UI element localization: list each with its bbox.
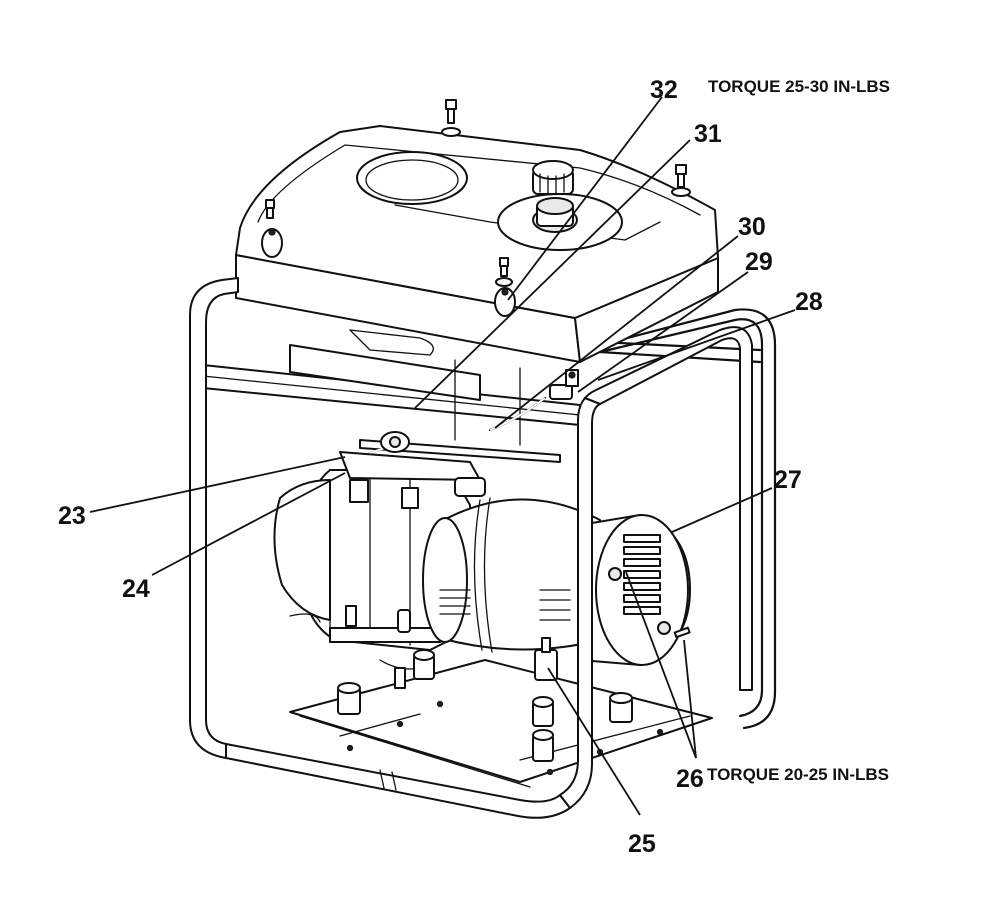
leader-29 bbox=[577, 271, 749, 393]
callout-29: 29 bbox=[745, 248, 773, 276]
callout-25: 25 bbox=[628, 830, 656, 858]
bolt-top-right bbox=[671, 164, 691, 197]
callout-27: 27 bbox=[774, 466, 802, 494]
rear-frame-tubes bbox=[598, 308, 777, 730]
leader-28 bbox=[597, 309, 796, 381]
leader-32 bbox=[507, 96, 663, 301]
inner-brackets bbox=[289, 329, 521, 446]
leader-lines bbox=[89, 96, 796, 816]
leader-26a bbox=[625, 571, 697, 759]
callout-32: 32 bbox=[650, 76, 678, 104]
callout-labels: 32 31 30 29 28 27 23 24 25 26 bbox=[58, 76, 823, 858]
end-cover-louvers bbox=[623, 534, 661, 615]
stator-vents bbox=[439, 589, 571, 621]
bolt-top-left bbox=[441, 99, 461, 137]
alternator-stator bbox=[422, 497, 601, 653]
mount-5 bbox=[609, 692, 633, 723]
leader-26b bbox=[683, 639, 697, 759]
alternator-end-cover bbox=[579, 514, 691, 666]
leader-25 bbox=[547, 667, 641, 816]
callout-28: 28 bbox=[795, 288, 823, 316]
bolt-tank-left bbox=[265, 199, 275, 219]
callout-30: 30 bbox=[738, 213, 766, 241]
engine-block bbox=[273, 451, 486, 670]
rubber-mounts bbox=[337, 605, 633, 762]
front-frame-tubes bbox=[189, 277, 753, 819]
callout-26: 26 bbox=[676, 765, 704, 793]
leader-31 bbox=[414, 139, 691, 409]
mount-4 bbox=[532, 729, 554, 762]
leader-24 bbox=[151, 472, 346, 576]
mount-2 bbox=[413, 649, 435, 680]
torque-note-top: TORQUE 25-30 IN-LBS bbox=[708, 77, 890, 96]
torque-note-bottom: TORQUE 20-25 IN-LBS bbox=[707, 765, 889, 784]
leader-23 bbox=[89, 456, 346, 513]
leader-30 bbox=[494, 235, 739, 429]
callout-23: 23 bbox=[58, 502, 86, 530]
mount-1 bbox=[337, 682, 361, 715]
tank-bolts bbox=[265, 99, 691, 287]
fuel-tank bbox=[235, 125, 719, 363]
bolt-tank-mid bbox=[495, 257, 513, 287]
mount-3 bbox=[532, 696, 554, 727]
callout-31: 31 bbox=[694, 120, 722, 148]
leader-27 bbox=[671, 487, 773, 533]
callout-24: 24 bbox=[122, 575, 150, 603]
